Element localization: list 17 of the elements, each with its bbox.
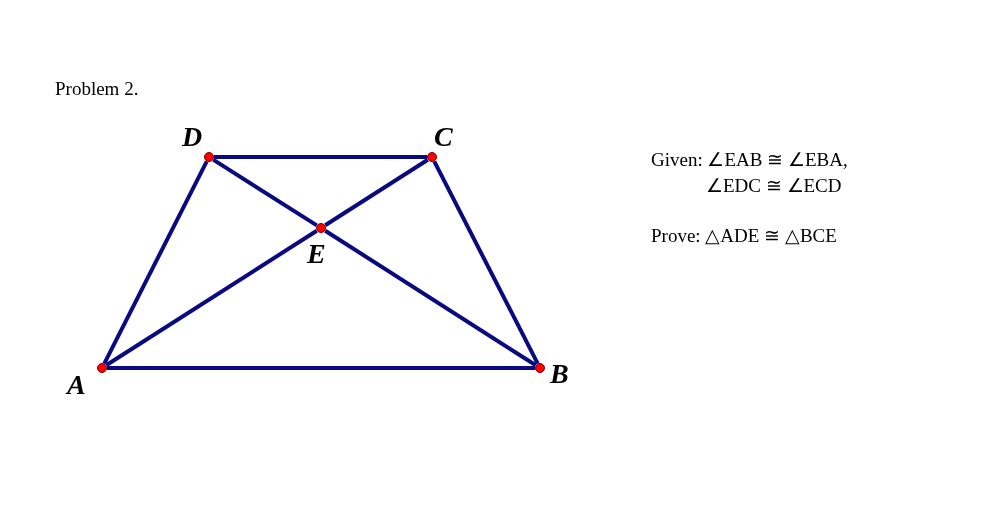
line-segment xyxy=(324,229,537,367)
given-statement: Given: ∠EAB ≅ ∠EBA, xyxy=(651,149,848,172)
line-segment xyxy=(214,155,427,159)
line-segment xyxy=(102,160,209,365)
problem-title: Problem 2. xyxy=(55,78,139,101)
prove-statement: Prove: △ADE ≅ △BCE xyxy=(651,225,837,248)
given-statement: ∠EDC ≅ ∠ECD xyxy=(706,175,842,198)
line-segment xyxy=(212,158,318,227)
point-label: D xyxy=(182,123,203,151)
line-segment xyxy=(324,158,429,227)
line-segment xyxy=(432,160,540,365)
point-label: A xyxy=(67,371,86,399)
line-segment xyxy=(105,229,318,367)
point-label: C xyxy=(434,123,453,151)
point-label: E xyxy=(307,240,326,268)
line-segment xyxy=(107,366,535,370)
point-label: B xyxy=(550,360,569,388)
